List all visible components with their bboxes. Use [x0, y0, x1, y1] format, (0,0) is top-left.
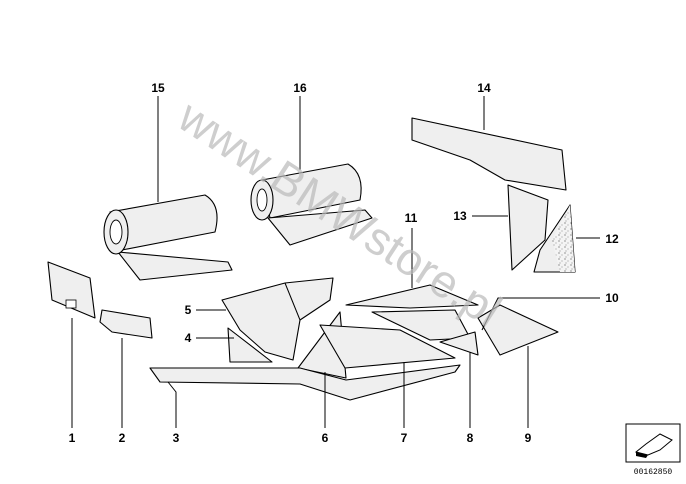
label-10: 10	[605, 291, 619, 305]
label-3: 3	[173, 431, 180, 445]
part-11[interactable]	[345, 284, 479, 309]
label-1: 1	[69, 431, 76, 445]
label-12: 12	[605, 232, 619, 246]
part-15-roll[interactable]	[103, 194, 233, 281]
callout-labels: 15 16 14 11 13 12 5 10 4 1 2 3 6 7 8 9	[69, 81, 619, 445]
label-11: 11	[405, 211, 418, 225]
label-7: 7	[401, 431, 408, 445]
label-5: 5	[185, 303, 192, 317]
part-1[interactable]	[47, 261, 96, 319]
diagram-code: 00162850	[634, 468, 673, 477]
corner-catalog-icon	[625, 423, 681, 463]
part-7[interactable]	[319, 324, 456, 369]
label-16: 16	[293, 81, 307, 95]
label-15: 15	[151, 81, 165, 95]
label-13: 13	[453, 209, 467, 223]
part-2[interactable]	[99, 309, 153, 339]
part-16-roll[interactable]	[250, 163, 373, 246]
leader-lines	[71, 96, 600, 428]
part-14[interactable]	[411, 117, 567, 191]
label-8: 8	[467, 431, 474, 445]
label-6: 6	[322, 431, 329, 445]
label-14: 14	[477, 81, 491, 95]
part-4[interactable]	[227, 327, 273, 363]
label-9: 9	[525, 431, 532, 445]
part-3[interactable]	[149, 364, 461, 401]
part-13[interactable]	[507, 184, 549, 271]
label-4: 4	[185, 331, 192, 345]
part-8[interactable]	[439, 331, 479, 356]
label-2: 2	[119, 431, 126, 445]
